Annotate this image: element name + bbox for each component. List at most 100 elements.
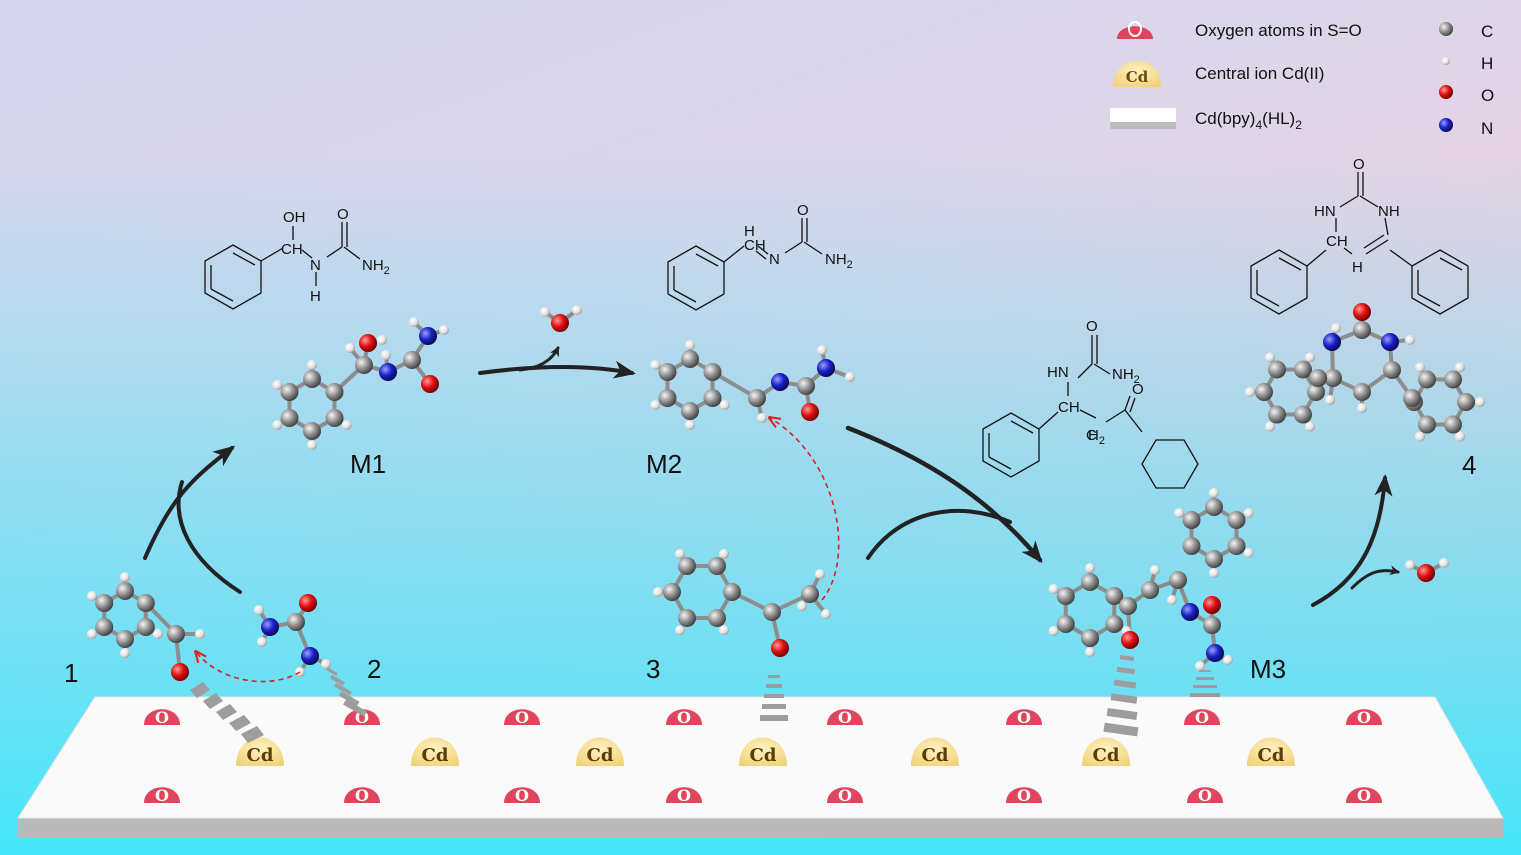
atom-h (307, 360, 317, 370)
m1-h-label: H (310, 288, 321, 305)
atom-c (797, 377, 815, 395)
atom-c (1309, 369, 1327, 387)
atom-h (1223, 655, 1233, 665)
molecule-m2 (650, 340, 855, 430)
atom-h (342, 420, 352, 430)
atom-h (685, 340, 695, 350)
atom-c (116, 630, 134, 648)
atom-c (801, 585, 819, 603)
legend-oxygen-site-label: Oxygen atoms in S=O (1195, 21, 1362, 40)
atom-h (272, 420, 282, 430)
atom-h (1049, 584, 1059, 594)
atom-h (845, 372, 855, 382)
arrow-m2-to-m3 (848, 428, 1040, 560)
atom-c (704, 363, 722, 381)
m2-o-label: O (797, 202, 809, 219)
atom-c (403, 351, 421, 369)
atom-o (1417, 564, 1435, 582)
atom-h (345, 343, 355, 353)
atom-h (1325, 395, 1335, 405)
atom-h (1209, 488, 1219, 498)
atom-c (1418, 370, 1436, 388)
oxygen-site-symbol: O (515, 708, 529, 727)
oxygen-site-symbol: O (677, 786, 691, 805)
atom-h (1150, 565, 1160, 575)
atom-c (1081, 629, 1099, 647)
legend-cd-symbol: Cd (1126, 68, 1149, 86)
legend-oxygen-ball (1439, 85, 1453, 99)
atom-c (116, 582, 134, 600)
adsorption-bond-m3-right (1190, 670, 1220, 697)
atom-c (663, 583, 681, 601)
m1-o-label: O (337, 206, 349, 223)
atom-c (303, 422, 321, 440)
atom-c (1105, 615, 1123, 633)
atom-h (817, 345, 827, 355)
oxygen-site-symbol: O (1357, 708, 1371, 727)
atom-o (359, 334, 377, 352)
atom-h (1415, 362, 1425, 372)
atom-h (409, 317, 419, 327)
cd-site-symbol: Cd (1258, 745, 1285, 766)
atom-h (439, 325, 449, 335)
legend-hydrogen-label: H (1481, 54, 1493, 73)
atom-h (272, 380, 282, 390)
atom-h (757, 413, 767, 423)
atom-h (1085, 647, 1095, 657)
atom-h (1245, 387, 1255, 397)
label-m3: M3 (1250, 654, 1286, 684)
atom-c (137, 594, 155, 612)
atom-h (1439, 558, 1449, 568)
m2-nh2-label: NH2 (825, 251, 853, 271)
cd-site-symbol: Cd (587, 745, 614, 766)
skeletal-m2-text: H CH N O NH2 (744, 202, 853, 271)
label-2: 2 (367, 654, 381, 684)
atom-c (1444, 370, 1462, 388)
cd-site-symbol: Cd (922, 745, 949, 766)
atom-c (1119, 597, 1137, 615)
m2-c-label: CH (744, 237, 766, 254)
atom-c (1255, 383, 1273, 401)
atom-h (1244, 508, 1254, 518)
arrow-water-release-2 (1352, 571, 1398, 588)
atom-h (719, 625, 729, 635)
legend-nitrogen-ball (1439, 118, 1453, 132)
atom-c (681, 402, 699, 420)
molecule-m3-ring-left (1049, 563, 1233, 671)
atom-n (1323, 333, 1341, 351)
cd-site-symbol: Cd (1093, 745, 1120, 766)
atom-c (1418, 416, 1436, 434)
atom-o (1121, 631, 1139, 649)
nucleophilic-attack-arrows (196, 418, 839, 682)
atom-h (797, 601, 807, 611)
atom-n (1206, 644, 1224, 662)
atom-c (1294, 406, 1312, 424)
arrow-m3-to-4 (1313, 478, 1385, 605)
species-labels: 1 2 3 4 M1 M2 M3 (64, 449, 1476, 688)
atom-n (301, 647, 319, 665)
molecule-models (87, 303, 1485, 681)
atom-c (326, 409, 344, 427)
molecule-water-1 (540, 305, 582, 332)
legend-atoms: C H O N (1439, 22, 1494, 138)
atom-c (1444, 416, 1462, 434)
atom-h (675, 549, 685, 559)
atom-c (1081, 573, 1099, 591)
atom-o (171, 663, 189, 681)
atom-h (815, 569, 825, 579)
cd-site-symbol: Cd (247, 745, 274, 766)
oxygen-site-symbol: O (1357, 786, 1371, 805)
legend-cd-site: Cd Central ion Cd(II) (1113, 61, 1324, 87)
molecule-water-2 (1405, 558, 1449, 582)
atom-h (650, 360, 660, 370)
atom-h (257, 637, 267, 647)
atom-h (720, 400, 730, 410)
oxygen-site-symbol: O (838, 786, 852, 805)
atom-c (1228, 511, 1246, 529)
atom-o (801, 403, 819, 421)
atom-n (261, 618, 279, 636)
oxygen-site-symbol: O (838, 708, 852, 727)
oxygen-site-symbol: O (1198, 786, 1212, 805)
atom-c (1182, 511, 1200, 529)
